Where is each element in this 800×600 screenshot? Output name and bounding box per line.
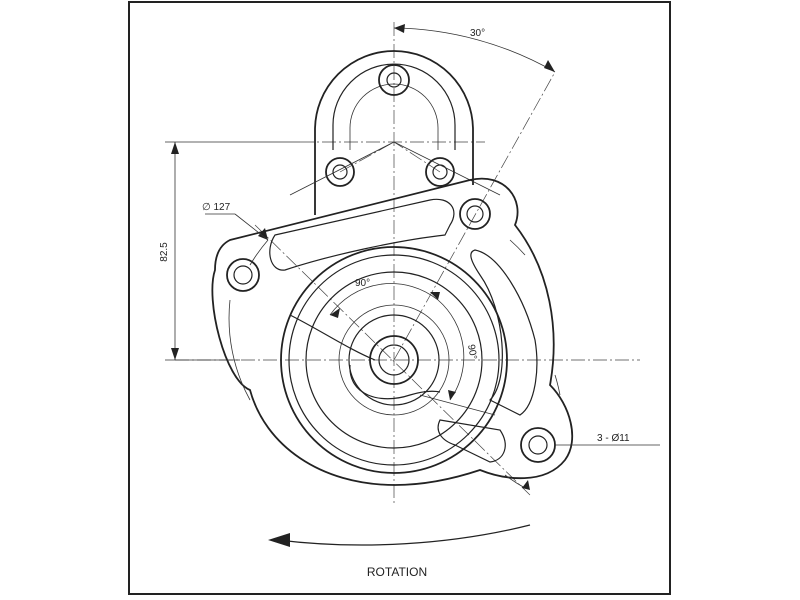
flange-hole-left (226, 258, 260, 292)
angle-arcs (249, 24, 556, 490)
height-dimension (165, 141, 300, 361)
angle-right-label: 90° (465, 344, 478, 361)
angle-top-label: 30° (470, 28, 485, 39)
motor-body (280, 246, 508, 474)
leader-lines (205, 213, 660, 446)
bracket-hole-left (325, 157, 355, 187)
mounting-bracket (289, 50, 501, 215)
shaft-inner (378, 344, 410, 376)
flange-hole-right-bottom (520, 427, 556, 463)
holes-label: 3 - Ø11 (597, 433, 630, 444)
center-lines (175, 22, 640, 505)
rotation-caption: ROTATION (367, 565, 427, 579)
height-label: 82.5 (159, 242, 170, 262)
diameter-label: ∅ 127 (202, 202, 231, 213)
mounting-flange (211, 177, 574, 486)
shaft-outer (369, 335, 419, 385)
bracket-hole-top (378, 64, 410, 96)
flange-hole-right-top (459, 198, 491, 230)
drawing-frame (128, 1, 671, 595)
rotation-arrow (268, 524, 531, 547)
angle-left-label: 90° (355, 278, 370, 289)
